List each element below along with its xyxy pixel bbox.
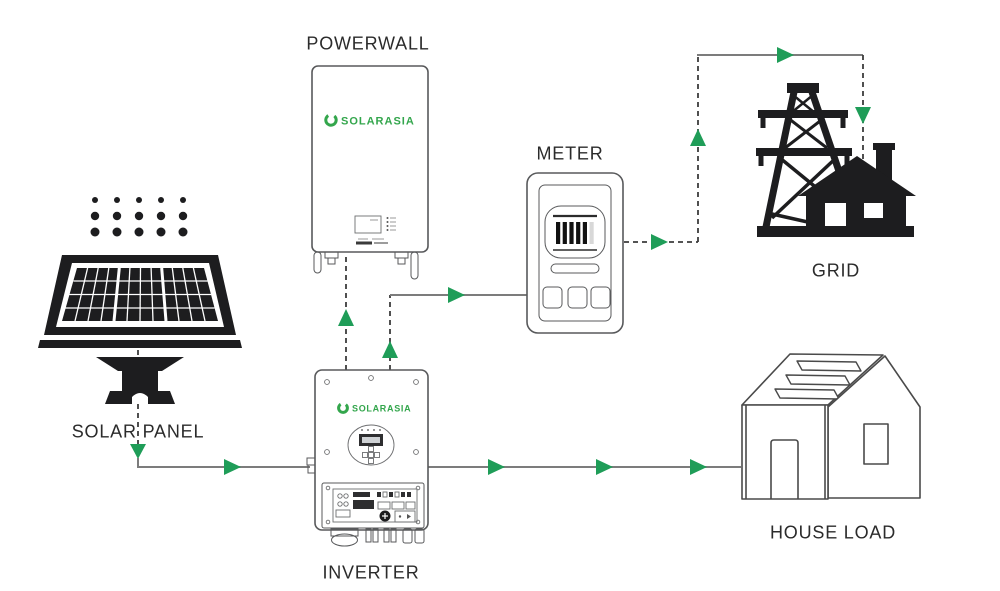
grid-label: GRID: [811, 260, 861, 281]
powerwall-display: [354, 215, 396, 245]
solar-panel-icon: [38, 197, 242, 404]
powerwall-feet: [313, 251, 419, 280]
house-skylights: [774, 360, 862, 400]
solarasia-logo-powerwall: SOLARASIA: [324, 113, 415, 128]
meter-slot: [550, 263, 600, 274]
grid-house: [798, 143, 916, 226]
connection-inverter-to-meter: [382, 287, 527, 370]
powerwall-label: POWERWALL: [306, 33, 430, 54]
inverter-brand-text: SOLARASIA: [352, 404, 411, 414]
inverter-terminal-bay: [321, 482, 425, 529]
connection-meter-to-grid: [624, 47, 871, 250]
inverter-icon: SOLARASIA: [306, 369, 429, 547]
solar-panel-label: SOLAR PANEL: [71, 421, 205, 442]
inverter-label: INVERTER: [322, 562, 420, 583]
house-window: [863, 423, 889, 465]
connection-inverter-to-house: [428, 459, 741, 475]
inverter-side-connector: [306, 457, 316, 474]
powerwall-icon: SOLARASIA: [311, 65, 429, 280]
meter-buttons: [542, 286, 611, 309]
house-load-label: HOUSE LOAD: [769, 522, 897, 543]
meter-display: [544, 205, 606, 259]
solarasia-logo-inverter: SOLARASIA: [337, 402, 411, 414]
connection-inverter-to-powerwall: [338, 254, 354, 370]
inverter-cable-glands: [330, 528, 425, 547]
powerwall-brand-text: SOLARASIA: [341, 116, 415, 128]
panel-stand: [96, 357, 184, 404]
house-load-icon: [741, 353, 921, 500]
meter-label: METER: [536, 143, 604, 164]
panel-grid: [65, 267, 215, 322]
inverter-display: [347, 424, 395, 466]
sun-rays-dots: [90, 197, 188, 237]
grid-base: [757, 226, 914, 237]
grid-icon: [756, 83, 916, 237]
meter-icon: [526, 172, 624, 334]
house-door: [770, 439, 799, 499]
